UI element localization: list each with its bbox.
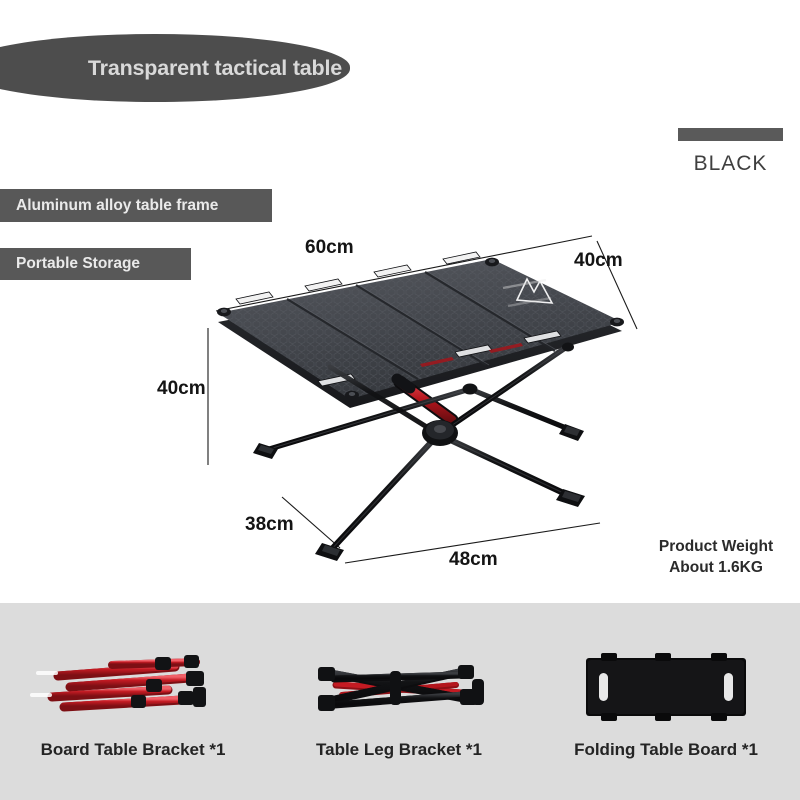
dimension-label-depth: 40cm <box>574 250 623 271</box>
feature-tag-portable-storage: Portable Storage <box>0 248 191 280</box>
part-item-board-table-bracket: Board Table Bracket *1 <box>0 603 266 800</box>
color-swatch <box>678 128 783 141</box>
leg-frame-graphic <box>253 342 585 561</box>
frame-hub <box>422 420 458 446</box>
title-banner: Transparent tactical table <box>0 34 350 102</box>
dimension-label-height: 40cm <box>157 378 206 399</box>
folding-board-icon <box>586 653 746 721</box>
feature-tag-label: Aluminum alloy table frame <box>16 196 219 214</box>
black-leg-bundle-icon <box>318 665 484 711</box>
product-weight-title: Product Weight <box>658 538 774 555</box>
brand-logo-icon <box>502 277 554 308</box>
color-swatch-label: BLACK <box>693 152 768 175</box>
product-weight-value: About 1.6KG <box>669 558 763 576</box>
tabletop-graphic <box>217 251 624 408</box>
dimension-label-top-width: 60cm <box>305 237 354 258</box>
red-pole-bundle-icon <box>30 655 206 712</box>
part-label: Folding Table Board *1 <box>574 740 758 759</box>
part-item-folding-table-board: Folding Table Board *1 <box>533 603 799 800</box>
page-title: Transparent tactical table <box>87 55 342 80</box>
feature-tag-aluminum-frame: Aluminum alloy table frame <box>0 189 272 222</box>
part-item-table-leg-bracket: Table Leg Bracket *1 <box>266 603 532 800</box>
product-weight: Product Weight About 1.6KG <box>640 537 792 579</box>
part-label: Table Leg Bracket *1 <box>316 740 482 759</box>
part-label: Board Table Bracket *1 <box>40 740 226 759</box>
dimension-label-leg-depth: 38cm <box>245 514 294 535</box>
parts-list-panel: Board Table Bracket *1 <box>0 603 800 800</box>
feature-tag-label: Portable Storage <box>16 255 141 272</box>
dimension-label-leg-width: 48cm <box>449 549 498 570</box>
